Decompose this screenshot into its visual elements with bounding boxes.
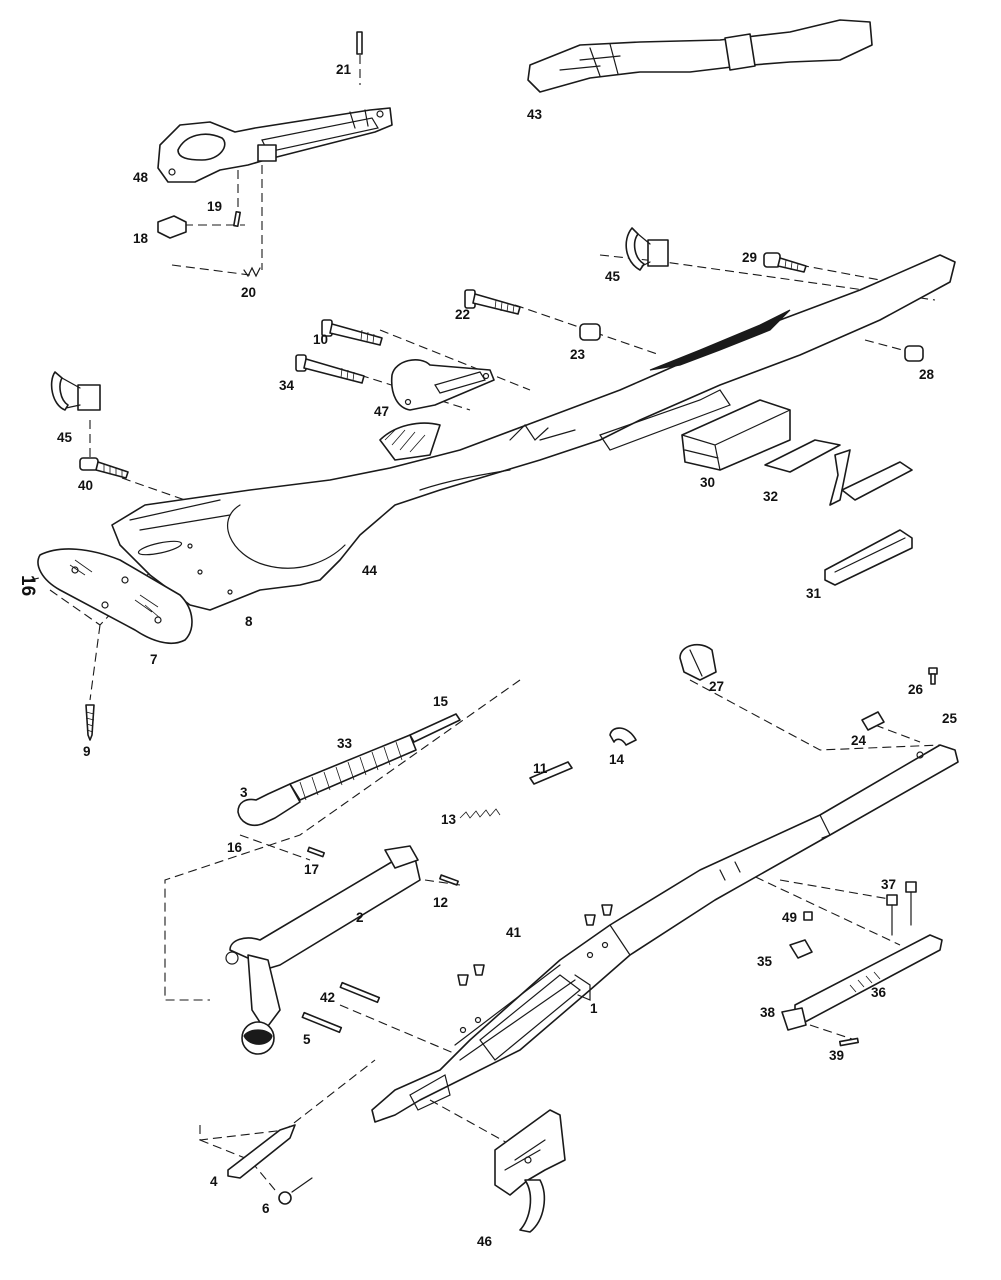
ejector-spring [459,808,501,819]
callout-12: 12 [433,895,448,910]
part-38 [781,1007,807,1031]
callout-35: 35 [757,954,773,969]
callout-2: 2 [356,910,364,925]
callout-45-front: 45 [605,269,621,284]
callout-3: 3 [240,785,248,800]
callout-6: 6 [262,1201,270,1216]
callout-27: 27 [709,679,724,694]
rear-sight-base [794,934,943,1023]
callout-34: 34 [279,378,295,393]
callout-38: 38 [760,1005,776,1020]
callout-21: 21 [336,62,352,77]
callout-18: 18 [133,231,149,246]
guard-screw-front [464,289,521,315]
base-screws [886,881,917,936]
rifle-stock [111,254,956,611]
callout-28: 28 [919,367,935,382]
callout-7: 7 [150,652,158,667]
screw-39 [838,1037,860,1047]
front-guard [390,359,495,411]
callout-39: 39 [829,1048,844,1063]
buttplate-screw [85,704,95,741]
callout-9: 9 [83,744,91,759]
sear-4 [227,1124,296,1179]
page-number: 16 [17,575,38,596]
callout-29: 29 [742,250,757,265]
bushing-23 [579,323,601,341]
sling-swivel-front [625,227,669,271]
bushing-28 [904,345,924,362]
callout-19: 19 [207,199,222,214]
callout-22: 22 [455,307,470,322]
callout-23: 23 [570,347,586,362]
pin-17 [306,846,326,858]
callout-14: 14 [609,752,625,767]
callout-43: 43 [527,107,543,122]
callout-30: 30 [700,475,715,490]
callout-25: 25 [942,711,958,726]
extractor-14 [609,727,637,746]
callout-17: 17 [304,862,319,877]
callout-4: 4 [210,1174,218,1189]
callout-47: 47 [374,404,389,419]
part-18 [157,215,187,239]
callout-36: 36 [871,985,887,1000]
callout-45-rear: 45 [57,430,73,445]
magazine-follower [824,529,913,586]
callout-labels: 16 1 2 3 4 5 6 7 8 9 10 11 12 13 14 15 1… [17,62,958,1249]
callout-24: 24 [851,733,867,748]
callout-42: 42 [320,990,335,1005]
sling [527,19,873,93]
callout-1: 1 [590,1001,598,1016]
guard-screw-34 [295,354,365,384]
callout-10: 10 [313,332,328,347]
part-6 [278,1177,313,1205]
pin-42 [339,981,381,1004]
sight-screw-26 [928,667,938,685]
pin-12 [439,874,459,886]
trigger-assembly [494,1109,566,1233]
front-sight-blade [861,711,885,731]
swivel-screw-rear [79,457,129,479]
bolt-assembly [225,845,421,1055]
callout-37: 37 [881,877,896,892]
swivel-screw-front [763,252,807,273]
action-screws [457,904,613,986]
callout-44: 44 [362,563,378,578]
part-20 [243,266,261,278]
callout-26: 26 [908,682,924,697]
magazine-box [681,399,791,471]
callout-40: 40 [78,478,93,493]
buttplate [37,548,193,645]
trigger-guard-assembly [157,107,393,183]
magazine-spring [764,439,913,506]
pin-19 [233,210,241,228]
callout-13: 13 [441,812,457,827]
firing-pin-assembly [237,713,461,827]
barreled-action [371,744,959,1123]
callout-48: 48 [133,170,149,185]
front-sight-hood [679,643,717,681]
pin-5 [301,1011,343,1034]
callout-16: 16 [227,840,243,855]
callout-41: 41 [506,925,522,940]
callout-20: 20 [241,285,256,300]
callout-46: 46 [477,1234,493,1249]
callout-31: 31 [806,586,822,601]
callout-5: 5 [303,1032,311,1047]
ejector-11 [529,761,573,785]
callout-11: 11 [533,761,548,776]
callout-49: 49 [782,910,797,925]
part-35 [789,939,813,959]
callout-15: 15 [433,694,449,709]
callout-32: 32 [763,489,778,504]
callout-8: 8 [245,614,253,629]
guard-screw-10 [321,319,383,346]
sling-swivel-rear [50,371,101,411]
callout-33: 33 [337,736,353,751]
screw-49 [803,911,813,921]
pin-21 [356,31,363,55]
